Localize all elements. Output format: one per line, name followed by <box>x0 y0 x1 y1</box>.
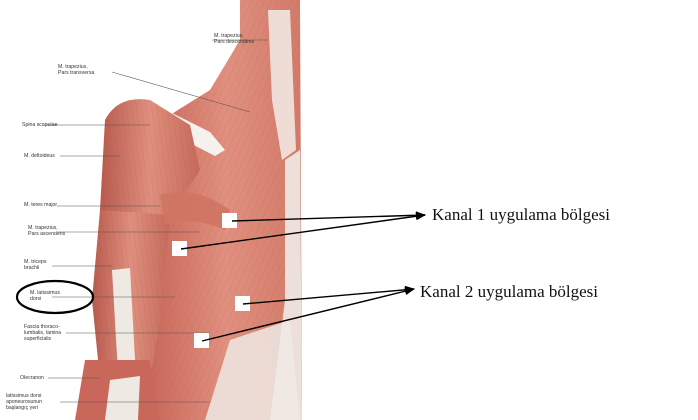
label-trapezius-transversa: M. trapezius,Pars transversa <box>58 64 94 76</box>
kanal-2-label: Kanal 2 uygulama bölgesi <box>420 282 598 302</box>
label-trapezius-descendens: M. trapezius,Pars descendens <box>214 33 254 45</box>
label-spina-scapulae: Spina scapulae <box>22 122 57 128</box>
label-olecranon: Olecranon <box>20 375 44 381</box>
label-teres-major: M. teres major <box>24 202 57 208</box>
kanal-1-label: Kanal 1 uygulama bölgesi <box>432 205 610 225</box>
label-trapezius-ascendens: M. trapezius,Pars ascendens <box>28 225 65 237</box>
label-deltoideus: M. deltoideus <box>24 153 55 159</box>
